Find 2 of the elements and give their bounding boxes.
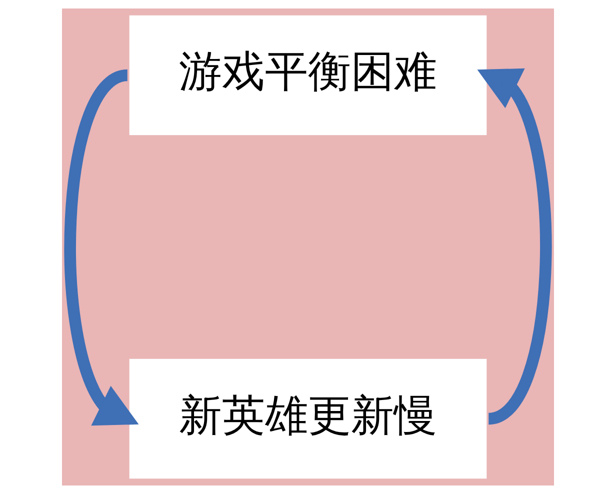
node-box: 新英雄更新慢: [128, 358, 486, 479]
node-box: 游戏平衡困难: [128, 15, 486, 136]
